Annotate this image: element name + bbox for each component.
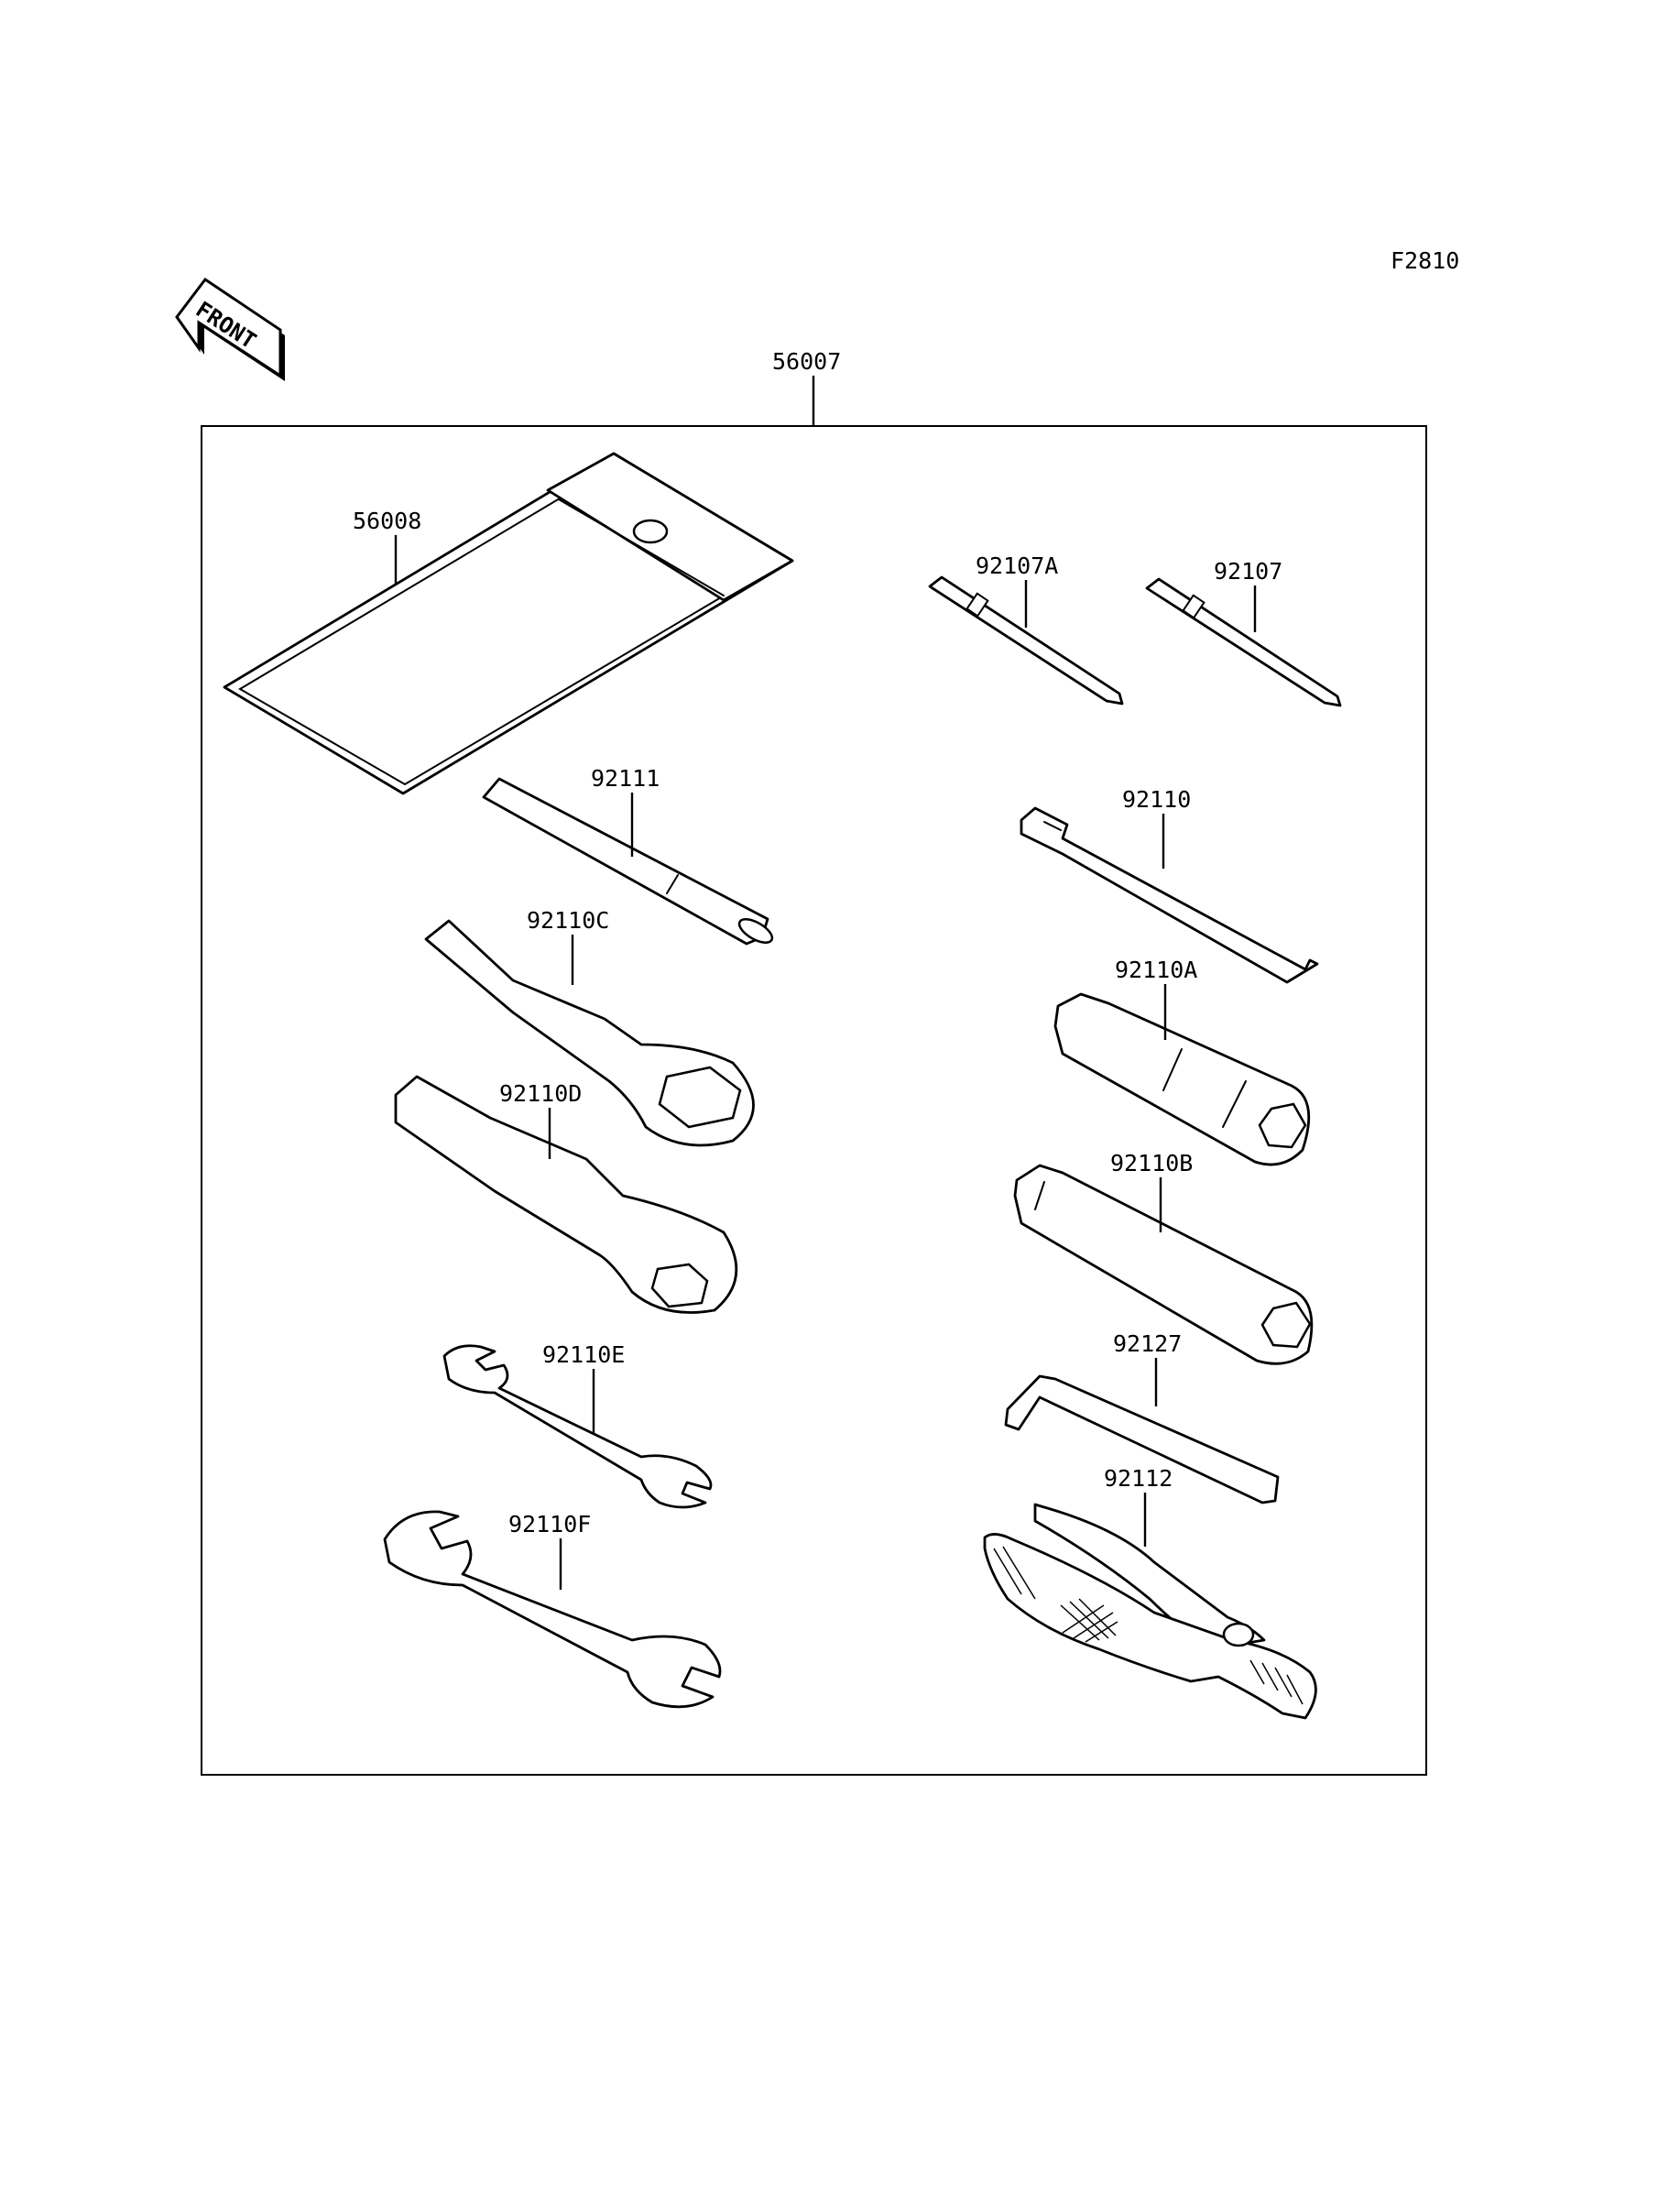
part-92110-spanner-rod [1020,806,1319,984]
part-label-56008: 56008 [353,508,421,534]
part-92110D-box-wrench [394,1075,738,1314]
assembly-label: 56007 [772,348,841,375]
part-92127-hex-key [1004,1374,1280,1504]
part-label-92107: 92107 [1214,558,1282,585]
part-92110E-open-end-wrench [442,1344,713,1509]
part-92107A-bit [928,575,1124,706]
front-arrow-icon: FRONT [175,277,285,381]
part-92110C-box-wrench [424,919,755,1147]
part-92111-handle [482,777,774,946]
part-92112-pliers [983,1503,1317,1720]
part-label-92110B: 92110B [1110,1150,1193,1176]
part-92107-bit [1145,577,1342,707]
part-56008-tool-bag [223,452,794,795]
part-92110B-socket-wrench [1013,1164,1314,1365]
part-label-92107A: 92107A [976,552,1058,579]
part-label-92110E: 92110E [542,1341,625,1368]
part-label-92111: 92111 [591,765,660,792]
part-92110A-socket-wrench [1053,992,1311,1166]
part-label-92110C: 92110C [527,907,609,934]
part-label-92112: 92112 [1104,1465,1173,1492]
part-label-92110A: 92110A [1115,957,1197,983]
part-label-92110F: 92110F [508,1511,591,1537]
part-92110F-open-end-wrench [383,1510,722,1709]
part-label-92127: 92127 [1113,1330,1182,1357]
assembly-frame [201,425,1427,1776]
part-label-92110D: 92110D [499,1080,582,1107]
part-label-92110: 92110 [1122,786,1191,813]
figure-code: F2810 [1391,247,1459,274]
